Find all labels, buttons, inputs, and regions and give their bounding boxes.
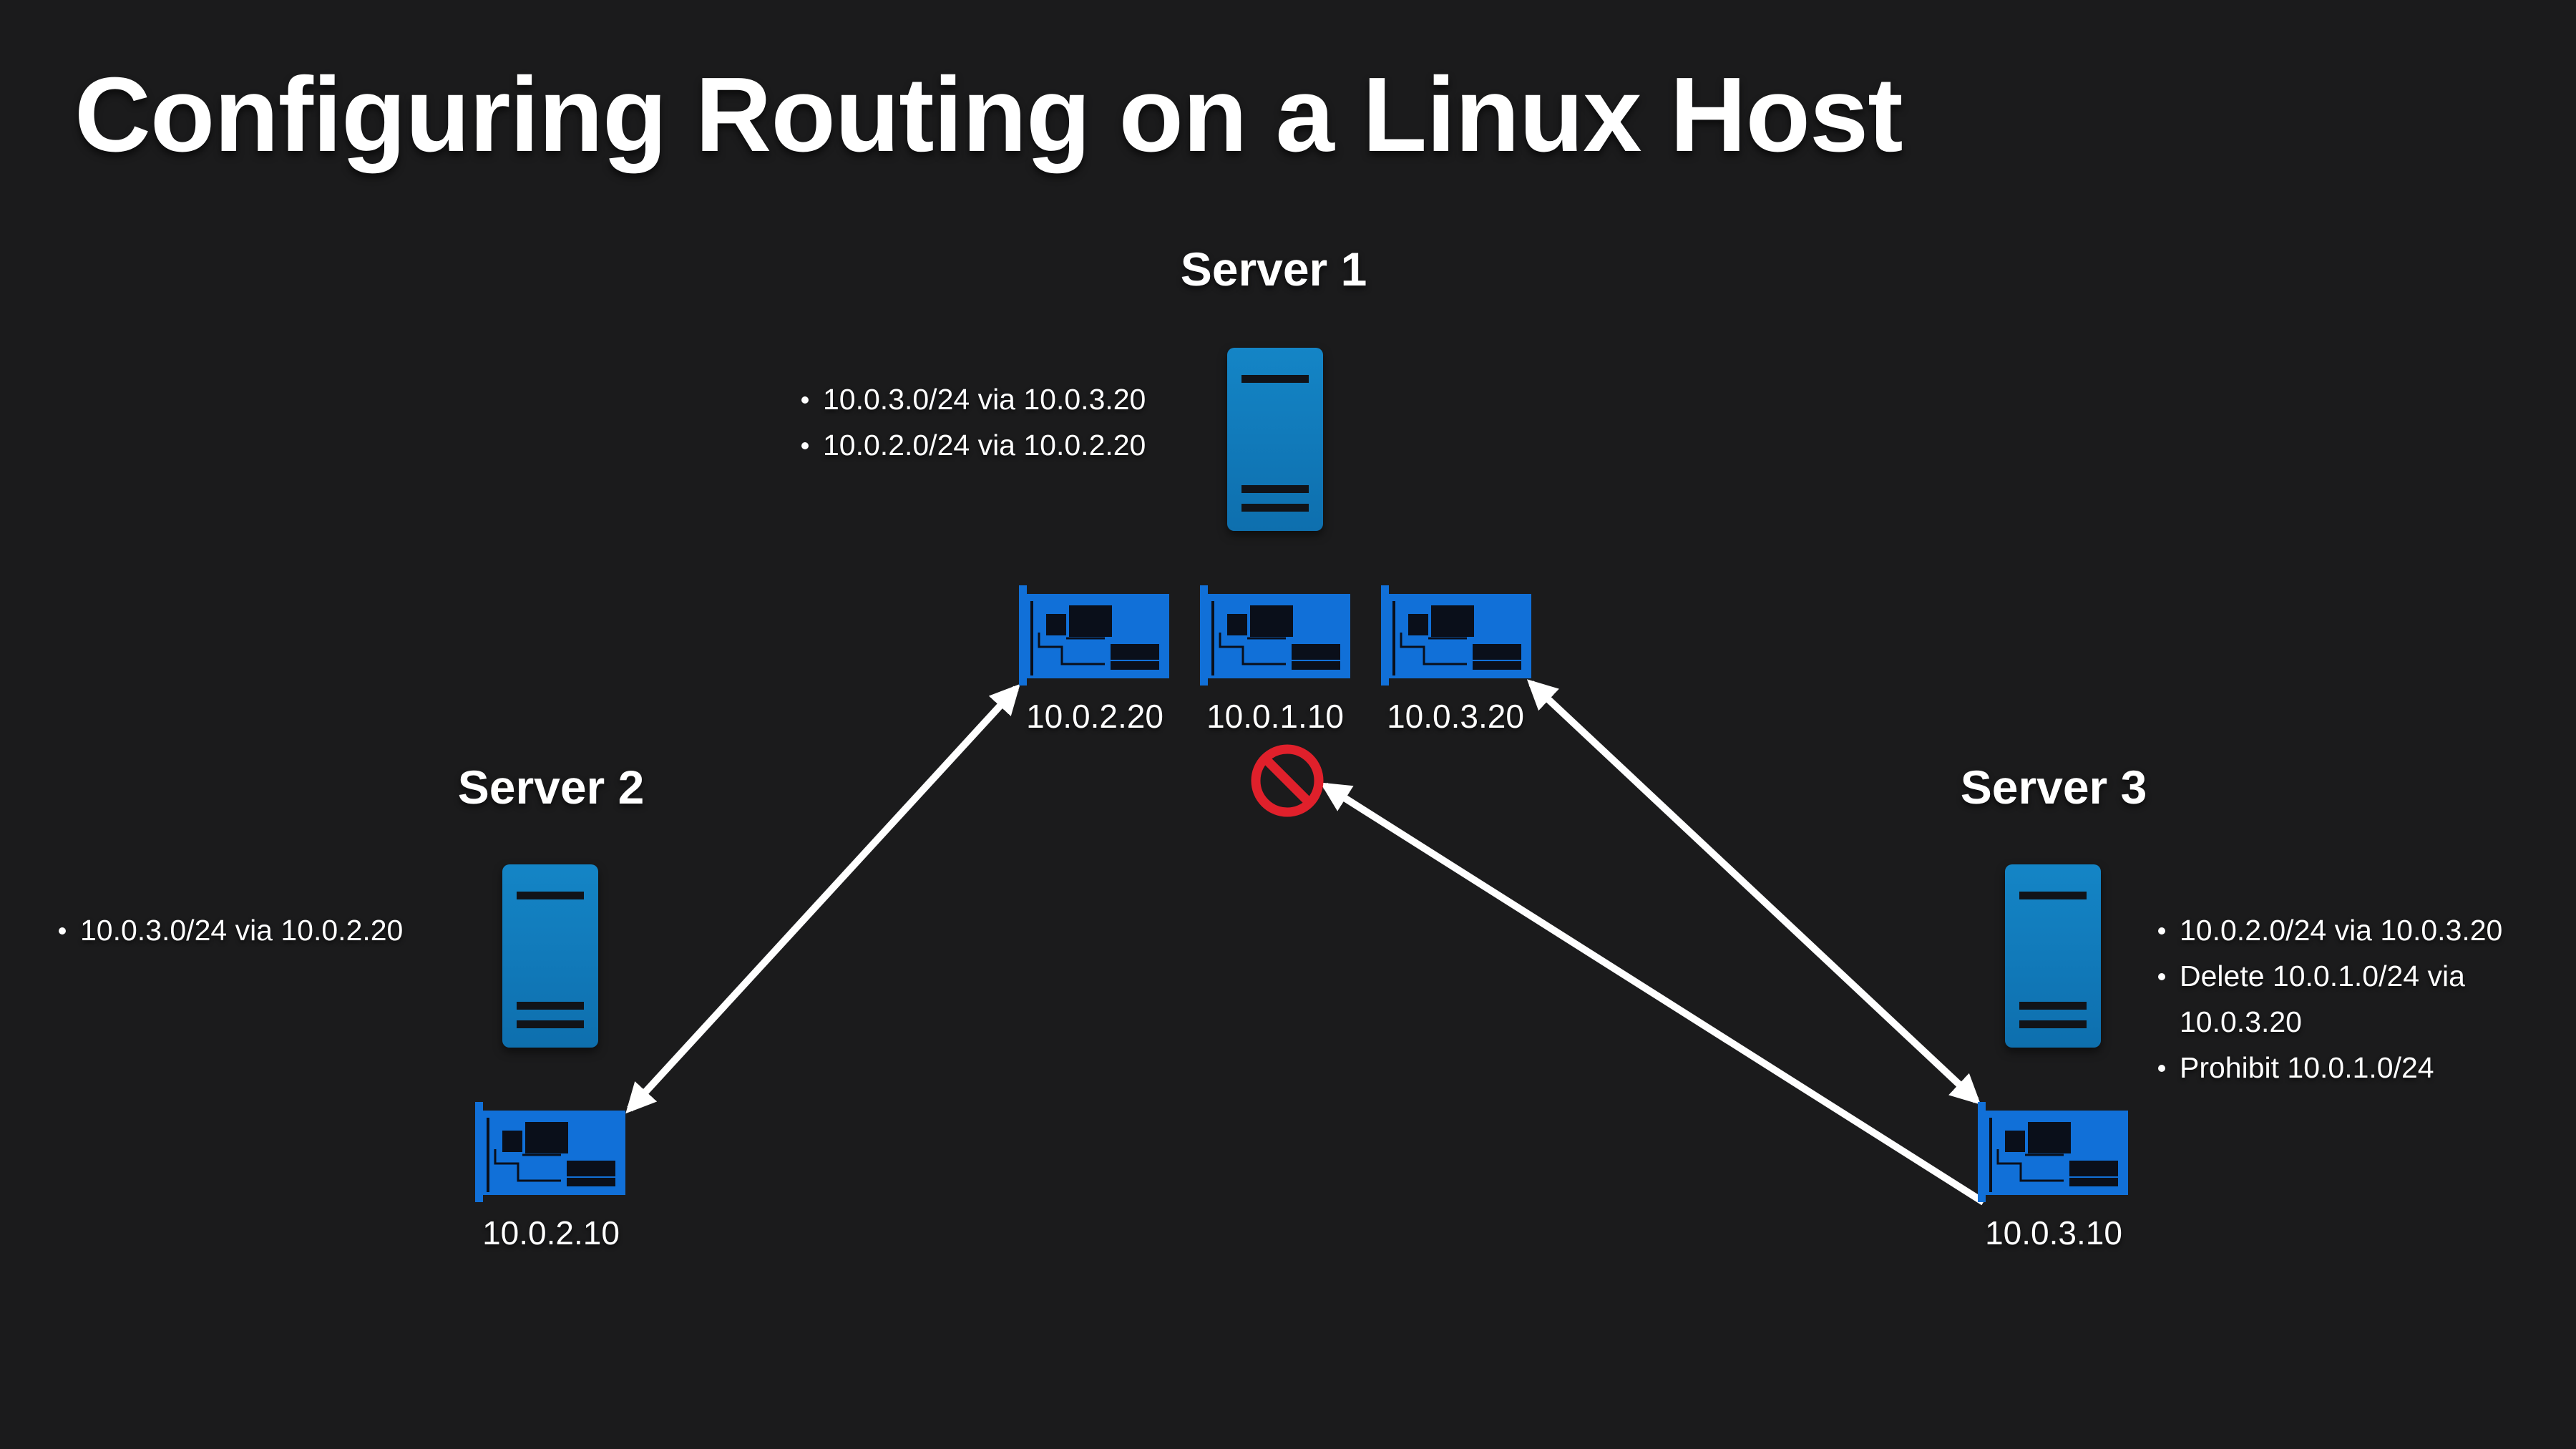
page-title: Configuring Routing on a Linux Host bbox=[74, 56, 1903, 174]
server-1-label: Server 1 bbox=[1180, 243, 1367, 296]
server-2-label: Server 2 bbox=[457, 761, 645, 814]
server-tower-icon bbox=[502, 864, 598, 1048]
link-server3-server1 bbox=[1526, 679, 1981, 1105]
route-item: Delete 10.0.1.0/24 via 10.0.3.20 bbox=[2155, 953, 2556, 1045]
link-server2-server1 bbox=[625, 683, 1020, 1114]
network-card-icon bbox=[1019, 585, 1169, 686]
route-item: 10.0.3.0/24 via 10.0.2.20 bbox=[56, 907, 403, 953]
server-tower-icon bbox=[2005, 864, 2101, 1048]
nic-ip-label: 10.0.1.10 bbox=[1206, 698, 1344, 735]
route-item: 10.0.2.0/24 via 10.0.3.20 bbox=[2155, 907, 2556, 953]
route-item: 10.0.3.0/24 via 10.0.3.20 bbox=[799, 376, 1146, 422]
prohibited-icon bbox=[1251, 744, 1324, 817]
server-2-routes: 10.0.3.0/24 via 10.0.2.20 bbox=[56, 907, 403, 953]
server-tower-icon bbox=[1227, 348, 1323, 531]
blocked-path-server3-server1 bbox=[1319, 782, 1986, 1206]
server-3-label: Server 3 bbox=[1960, 761, 2147, 814]
network-card-icon bbox=[1978, 1102, 2128, 1202]
nic-ip-label: 10.0.3.20 bbox=[1387, 698, 1524, 735]
nic-ip-label: 10.0.3.10 bbox=[1985, 1214, 2122, 1252]
network-card-icon bbox=[1381, 585, 1531, 686]
route-item: Prohibit 10.0.1.0/24 bbox=[2155, 1045, 2556, 1091]
server-1-routes: 10.0.3.0/24 via 10.0.3.20 10.0.2.0/24 vi… bbox=[799, 376, 1146, 468]
nic-ip-label: 10.0.2.20 bbox=[1026, 698, 1163, 735]
server-3-routes: 10.0.2.0/24 via 10.0.3.20 Delete 10.0.1.… bbox=[2155, 907, 2556, 1091]
network-card-icon bbox=[1200, 585, 1350, 686]
route-item: 10.0.2.0/24 via 10.0.2.20 bbox=[799, 422, 1146, 468]
nic-ip-label: 10.0.2.10 bbox=[482, 1214, 620, 1252]
network-card-icon bbox=[475, 1102, 625, 1202]
